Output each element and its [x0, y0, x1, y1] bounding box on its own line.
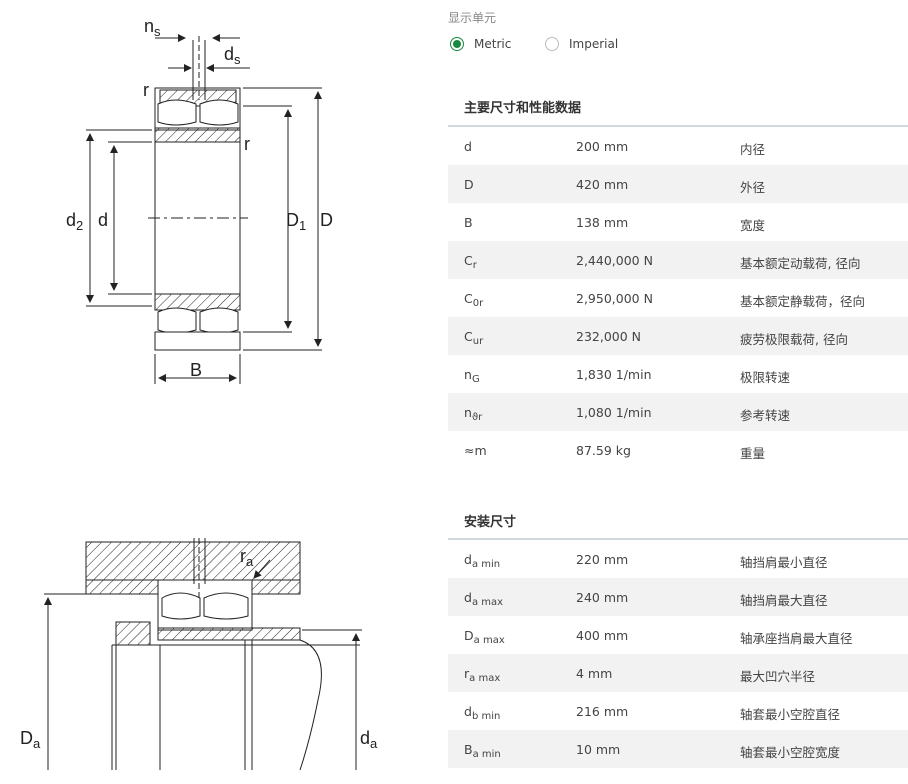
row-description: 参考转速: [740, 408, 791, 423]
mounting-dimensions-title: 安装尺寸: [464, 515, 517, 530]
table-row: ra max 4 mm 最大凹穴半径: [448, 654, 908, 692]
row-value: 2,950,000 N: [576, 291, 653, 306]
row-symbol: nG: [464, 367, 480, 385]
main-dimensions-title: 主要尺寸和性能数据: [464, 101, 582, 116]
section-divider: [448, 125, 908, 127]
label-B: B: [190, 360, 202, 380]
label-r-side: r: [244, 134, 250, 154]
table-row: C0r 2,950,000 N 基本额定静载荷，径向: [448, 279, 908, 317]
row-value: 2,440,000 N: [576, 253, 653, 268]
row-value: 200 mm: [576, 139, 629, 154]
row-description: 宽度: [740, 218, 766, 233]
table-row: Ba min 10 mm 轴套最小空腔宽度: [448, 730, 908, 768]
row-description: 轴挡肩最小直径: [740, 555, 828, 570]
section-divider: [448, 538, 908, 540]
row-value: 1,830 1/min: [576, 367, 652, 382]
label-D: D: [320, 210, 333, 230]
row-description: 极限转速: [740, 370, 791, 385]
table-row: Da max 400 mm 轴承座挡肩最大直径: [448, 616, 908, 654]
row-symbol: Cr: [464, 253, 477, 271]
top-cross-section: [86, 34, 322, 384]
row-symbol: Cur: [464, 329, 484, 347]
row-value: 220 mm: [576, 552, 629, 567]
row-symbol: da max: [464, 590, 504, 608]
row-description: 轴承座挡肩最大直径: [740, 631, 853, 646]
row-symbol: Da max: [464, 628, 505, 646]
row-symbol: D: [464, 177, 474, 192]
radio-metric-indicator[interactable]: [450, 37, 464, 51]
label-ds: ds: [224, 44, 241, 67]
unit-display-title: 显示单元: [448, 11, 497, 25]
row-symbol: B: [464, 215, 473, 230]
row-description: 外径: [740, 180, 766, 195]
table-row: ≈m 87.59 kg 重量: [448, 431, 908, 469]
radio-metric[interactable]: Metric: [450, 37, 511, 51]
label-ns: ns: [144, 16, 161, 39]
table-row: nϑr 1,080 1/min 参考转速: [448, 393, 908, 431]
row-symbol: Ba min: [464, 742, 501, 760]
row-value: 4 mm: [576, 666, 613, 681]
radio-imperial[interactable]: Imperial: [545, 37, 618, 51]
row-value: 232,000 N: [576, 329, 642, 344]
row-symbol: C0r: [464, 291, 484, 309]
table-row: B 138 mm 宽度: [448, 203, 908, 241]
label-ra: ra: [240, 546, 254, 569]
table-row: Cur 232,000 N 疲劳极限载荷, 径向: [448, 317, 908, 355]
row-value: 240 mm: [576, 590, 629, 605]
row-symbol: nϑr: [464, 405, 483, 423]
mounting-drawing-labels: ra Da da: [20, 546, 378, 751]
row-description: 最大凹穴半径: [740, 669, 816, 684]
label-da: da: [360, 728, 378, 751]
row-value: 216 mm: [576, 704, 629, 719]
row-value: 87.59 kg: [576, 443, 631, 458]
radio-imperial-indicator[interactable]: [545, 37, 559, 51]
row-symbol: da min: [464, 552, 501, 570]
row-description: 重量: [740, 446, 766, 461]
row-symbol: ≈m: [464, 443, 487, 458]
label-r-top: r: [143, 80, 149, 100]
label-Da: Da: [20, 728, 41, 751]
bearing-drawing: ns ds r r d2 d D1 D B: [20, 16, 378, 771]
table-row: nG 1,830 1/min 极限转速: [448, 355, 908, 393]
row-symbol: d: [464, 139, 472, 154]
table-row: db min 216 mm 轴套最小空腔直径: [448, 692, 908, 730]
row-description: 轴挡肩最大直径: [740, 593, 828, 608]
radio-metric-label: Metric: [474, 37, 512, 51]
row-description: 基本额定动载荷, 径向: [740, 256, 861, 271]
row-value: 138 mm: [576, 215, 629, 230]
table-row: d 200 mm 内径: [448, 127, 908, 165]
row-description: 基本额定静载荷，径向: [740, 294, 866, 309]
table-row: da min 220 mm 轴挡肩最小直径: [448, 540, 908, 578]
radio-imperial-label: Imperial: [569, 37, 619, 51]
table-row: da max 240 mm 轴挡肩最大直径: [448, 578, 908, 616]
label-d: d: [98, 210, 108, 230]
row-description: 轴套最小空腔直径: [740, 707, 841, 722]
row-value: 400 mm: [576, 628, 629, 643]
row-description: 内径: [740, 142, 766, 157]
row-symbol: db min: [464, 704, 501, 722]
row-symbol: ra max: [464, 666, 501, 684]
top-drawing-labels: ns ds r r d2 d D1 D B: [66, 16, 333, 380]
table-row: D 420 mm 外径: [448, 165, 908, 203]
row-value: 1,080 1/min: [576, 405, 652, 420]
label-d2: d2: [66, 210, 83, 233]
row-description: 疲劳极限载荷, 径向: [740, 332, 848, 347]
row-value: 10 mm: [576, 742, 621, 757]
row-value: 420 mm: [576, 177, 629, 192]
mounting-cross-section: [44, 538, 362, 771]
row-description: 轴套最小空腔宽度: [740, 745, 841, 760]
table-row: Cr 2,440,000 N 基本额定动载荷, 径向: [448, 241, 908, 279]
label-D1: D1: [286, 210, 306, 233]
